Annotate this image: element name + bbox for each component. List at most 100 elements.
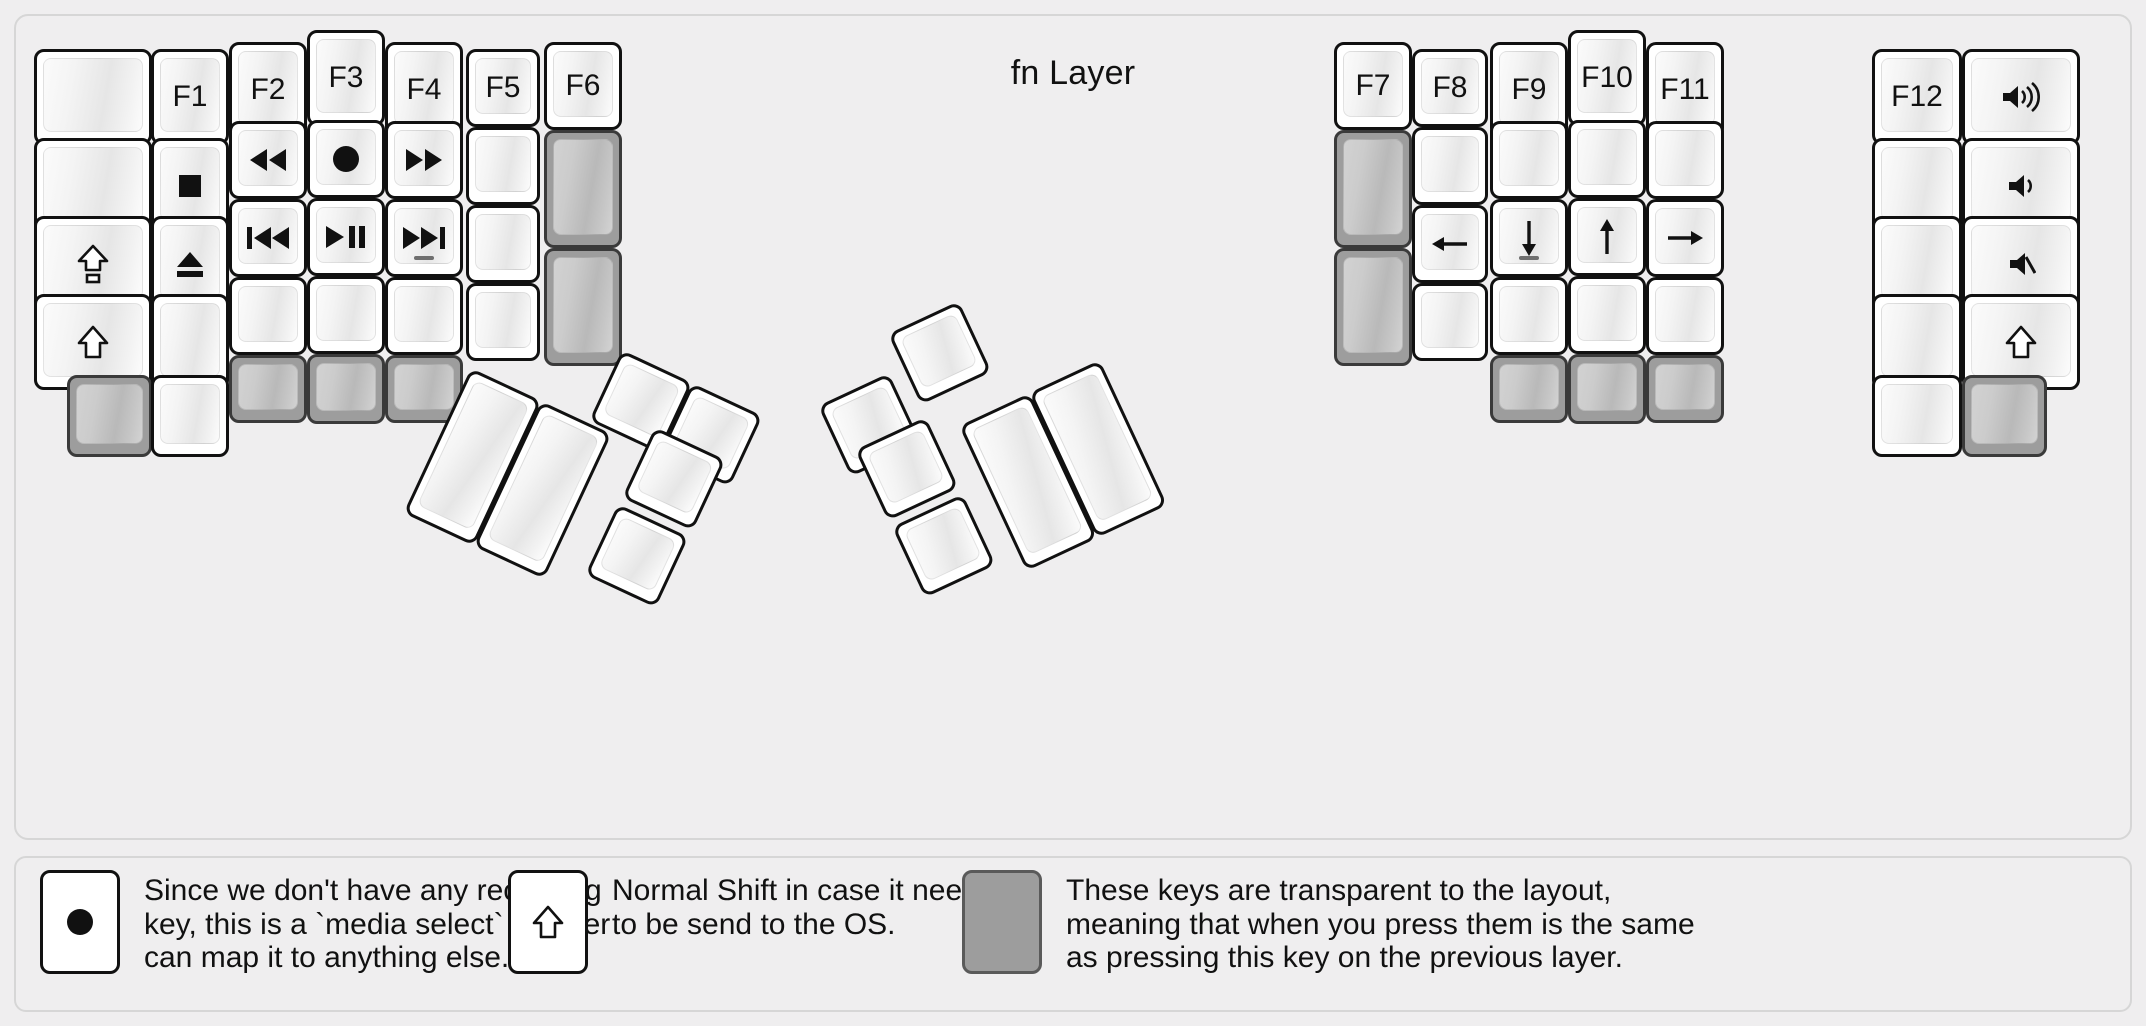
right-c7-bottom-trans[interactable]: [1962, 375, 2047, 457]
key-media-next[interactable]: [385, 199, 463, 277]
right-c6-r5-blank[interactable]: [1872, 375, 1962, 457]
keycap-surface: [553, 51, 613, 117]
key-f5[interactable]: F5: [466, 49, 540, 127]
key-right-shift[interactable]: [1962, 294, 2080, 390]
key-media-playpause[interactable]: [307, 198, 385, 276]
arrow-down-icon: [1515, 218, 1543, 258]
key-label: F5: [485, 71, 521, 104]
left-c6-r3-blank[interactable]: [466, 205, 540, 283]
key-media-record[interactable]: [307, 120, 385, 198]
keycap-surface: [1343, 139, 1403, 235]
legend-key-3: [962, 870, 1042, 974]
left-c7-r3-trans[interactable]: [544, 248, 622, 366]
key-f12[interactable]: F12: [1872, 49, 1962, 145]
left-c3-r4-blank[interactable]: [229, 277, 307, 355]
key-label: F2: [250, 73, 286, 106]
legend-item-2: Normal Shift in case it needs to be send…: [508, 870, 994, 974]
right-c3-r5-trans[interactable]: [1490, 355, 1568, 423]
keycap-surface: [43, 147, 143, 221]
left-c2-r4-blank[interactable]: [151, 294, 229, 390]
left-c4-r4-blank[interactable]: [307, 276, 385, 354]
keycap-surface: [1577, 129, 1637, 185]
right-c1-r3-trans[interactable]: [1334, 248, 1412, 366]
right-c4-r2-blank[interactable]: [1568, 120, 1646, 198]
keycap-surface: [475, 136, 531, 192]
legend-text-2: Normal Shift in case it needs to be send…: [612, 874, 994, 941]
keycap-surface: [903, 505, 983, 583]
right-c5-r5-trans[interactable]: [1646, 355, 1724, 423]
key-arrow-left[interactable]: [1412, 205, 1488, 283]
left-c6-r2-blank[interactable]: [466, 127, 540, 205]
left-r1-c1-blank[interactable]: [34, 49, 152, 145]
keycap-surface: [1577, 39, 1637, 113]
keycap-surface: [602, 361, 681, 439]
keycap-surface: [1421, 58, 1479, 114]
playpause-icon: [324, 224, 368, 250]
key-arrow-down[interactable]: [1490, 199, 1568, 277]
key-media-prev[interactable]: [229, 199, 307, 277]
keycap-surface: [1881, 58, 1953, 132]
key-media-fastfwd[interactable]: [385, 121, 463, 199]
key-f10[interactable]: F10: [1568, 30, 1646, 126]
keycap-surface: [316, 363, 376, 411]
stop-icon: [177, 173, 203, 199]
left-c1-bottom-trans[interactable]: [67, 375, 152, 457]
keycap-surface: [238, 364, 298, 410]
legend-text-3: These keys are transparent to the layout…: [1066, 874, 1695, 975]
key-arrow-right[interactable]: [1646, 199, 1724, 277]
key-label: F11: [1660, 73, 1710, 106]
keycap-surface: [1881, 225, 1953, 299]
left-c2-r5-blank[interactable]: [151, 375, 229, 457]
key-label: F12: [1891, 80, 1943, 113]
keycap-surface: [76, 384, 143, 444]
key-label: F3: [328, 61, 364, 94]
volume-mute-icon: [2006, 249, 2036, 279]
right-c2-r4-blank[interactable]: [1412, 283, 1488, 361]
record-icon: [331, 144, 361, 174]
left-c5-r4-blank[interactable]: [385, 277, 463, 355]
legend-key-1: [40, 870, 120, 974]
right-c4-r5-trans[interactable]: [1568, 354, 1646, 424]
right-c5-r2-blank[interactable]: [1646, 121, 1724, 199]
keycap-surface: [598, 515, 677, 593]
volume-down-icon: [2005, 171, 2037, 201]
key-volume-up[interactable]: [1962, 49, 2080, 145]
left-c7-r2-trans[interactable]: [544, 130, 622, 248]
keycap-surface: [1655, 364, 1715, 410]
right-thumb-small-1[interactable]: [888, 301, 992, 405]
key-label: F9: [1511, 73, 1547, 106]
key-f8[interactable]: F8: [1412, 49, 1488, 127]
right-c4-r4-blank[interactable]: [1568, 276, 1646, 354]
left-c6-r4-blank[interactable]: [466, 283, 540, 361]
homing-bar-icon: [414, 256, 434, 260]
shift-icon: [77, 325, 109, 359]
keycap-surface: [43, 58, 143, 132]
key-f1[interactable]: F1: [151, 49, 229, 145]
keycap-surface: [238, 286, 298, 342]
key-label: F10: [1581, 61, 1633, 94]
homing-bar-icon: [1519, 256, 1539, 260]
keycap-surface: [1655, 286, 1715, 342]
key-f6[interactable]: F6: [544, 42, 622, 130]
left-c4-r5-trans[interactable]: [307, 354, 385, 424]
key-f3[interactable]: F3: [307, 30, 385, 126]
keycap-surface: [1421, 136, 1479, 192]
keycap-surface: [316, 39, 376, 113]
key-label: F6: [565, 69, 601, 102]
keycap-surface: [238, 130, 298, 186]
left-c3-r5-trans[interactable]: [229, 355, 307, 423]
right-c3-r2-blank[interactable]: [1490, 121, 1568, 199]
key-f7[interactable]: F7: [1334, 42, 1412, 130]
fastforward-icon: [404, 147, 444, 173]
legend-key-blank: [965, 873, 1039, 971]
right-c1-r2-trans[interactable]: [1334, 130, 1412, 248]
key-arrow-up[interactable]: [1568, 198, 1646, 276]
keycap-surface: [1421, 214, 1479, 270]
keycap-surface: [1971, 58, 2071, 132]
key-media-rewind[interactable]: [229, 121, 307, 199]
arrow-right-icon: [1665, 224, 1705, 252]
right-c5-r4-blank[interactable]: [1646, 277, 1724, 355]
right-c2-r2-blank[interactable]: [1412, 127, 1488, 205]
right-c3-r4-blank[interactable]: [1490, 277, 1568, 355]
